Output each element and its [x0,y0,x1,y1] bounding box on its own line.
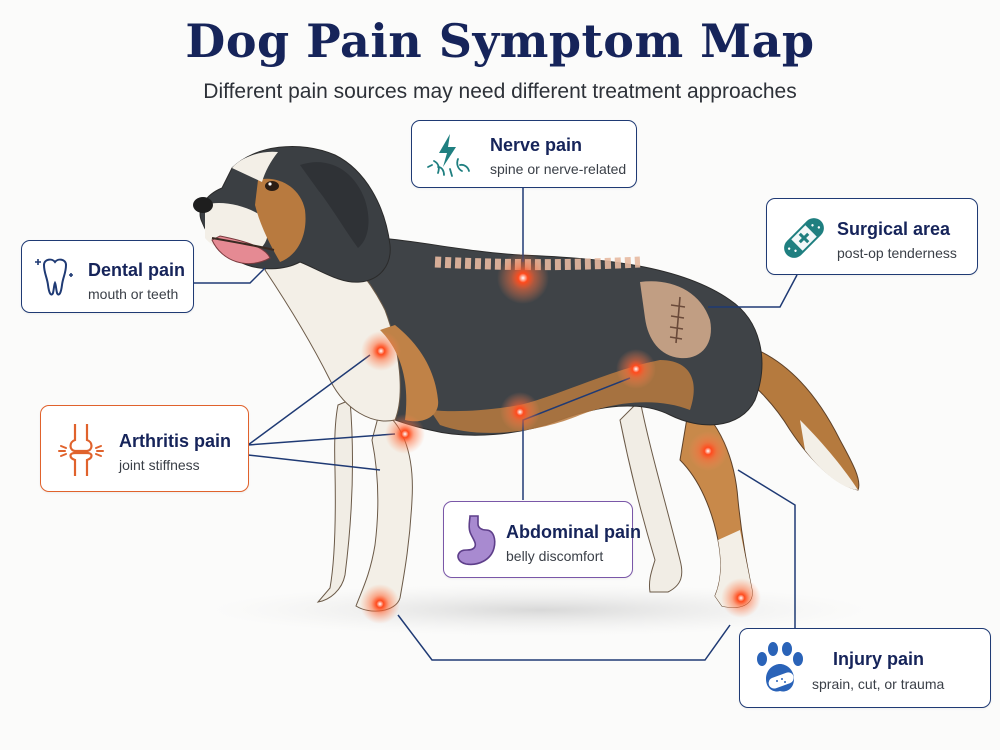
callout-title: Injury pain [833,649,925,669]
pain-point-back-paw [721,578,761,618]
callout-nerve-pain: Nerve pain spine or nerve-related [411,120,637,188]
dog-back-leg-far [619,398,683,593]
surgical-patch [640,281,711,359]
dog-front-leg-far [316,399,353,603]
bandage-icon [784,218,824,258]
page-title: Dog Pain Symptom Map [185,14,815,68]
callout-title: Nerve pain [490,135,583,155]
connector-lines [193,188,798,661]
spine [434,256,641,271]
pain-points [360,252,761,624]
callout-title: Surgical area [837,219,951,239]
callout-subtitle: spine or nerve-related [490,161,627,177]
callout-surgical-area: Surgical area post-op tenderness [766,198,978,275]
pain-point-hip [616,349,656,389]
knee-joint-icon [58,424,104,476]
paw-bandage-icon [757,642,803,692]
pain-point-stifle [688,431,728,471]
callout-title: Abdominal pain [506,522,641,542]
callout-title: Dental pain [88,260,186,280]
pain-point-spine [497,252,549,304]
dog-tongue [211,235,271,265]
dog-nose [193,197,213,213]
callout-injury-pain: Injury pain sprain, cut, or trauma [739,628,991,708]
lightning-nerve-icon [427,134,470,177]
callout-subtitle: joint stiffness [119,457,200,473]
callout-abdominal-pain: Abdominal pain belly discomfort [443,501,641,578]
callout-arthritis-pain: Arthritis pain joint stiffness [40,405,249,492]
callout-title: Arthritis pain [119,431,232,451]
pain-point-belly [500,392,540,432]
callout-dental-pain: Dental pain mouth or teeth [21,240,194,313]
tooth-icon [35,258,73,296]
pain-point-elbow [385,414,425,454]
pain-point-shoulder [361,331,401,371]
page-subtitle: Different pain sources may need differen… [203,80,797,103]
callout-subtitle: mouth or teeth [88,286,179,302]
stomach-icon [457,515,496,566]
callout-subtitle: post-op tenderness [837,245,957,261]
callout-subtitle: belly discomfort [506,548,604,564]
callout-subtitle: sprain, cut, or trauma [812,676,945,692]
pain-point-front-paw [360,584,400,624]
